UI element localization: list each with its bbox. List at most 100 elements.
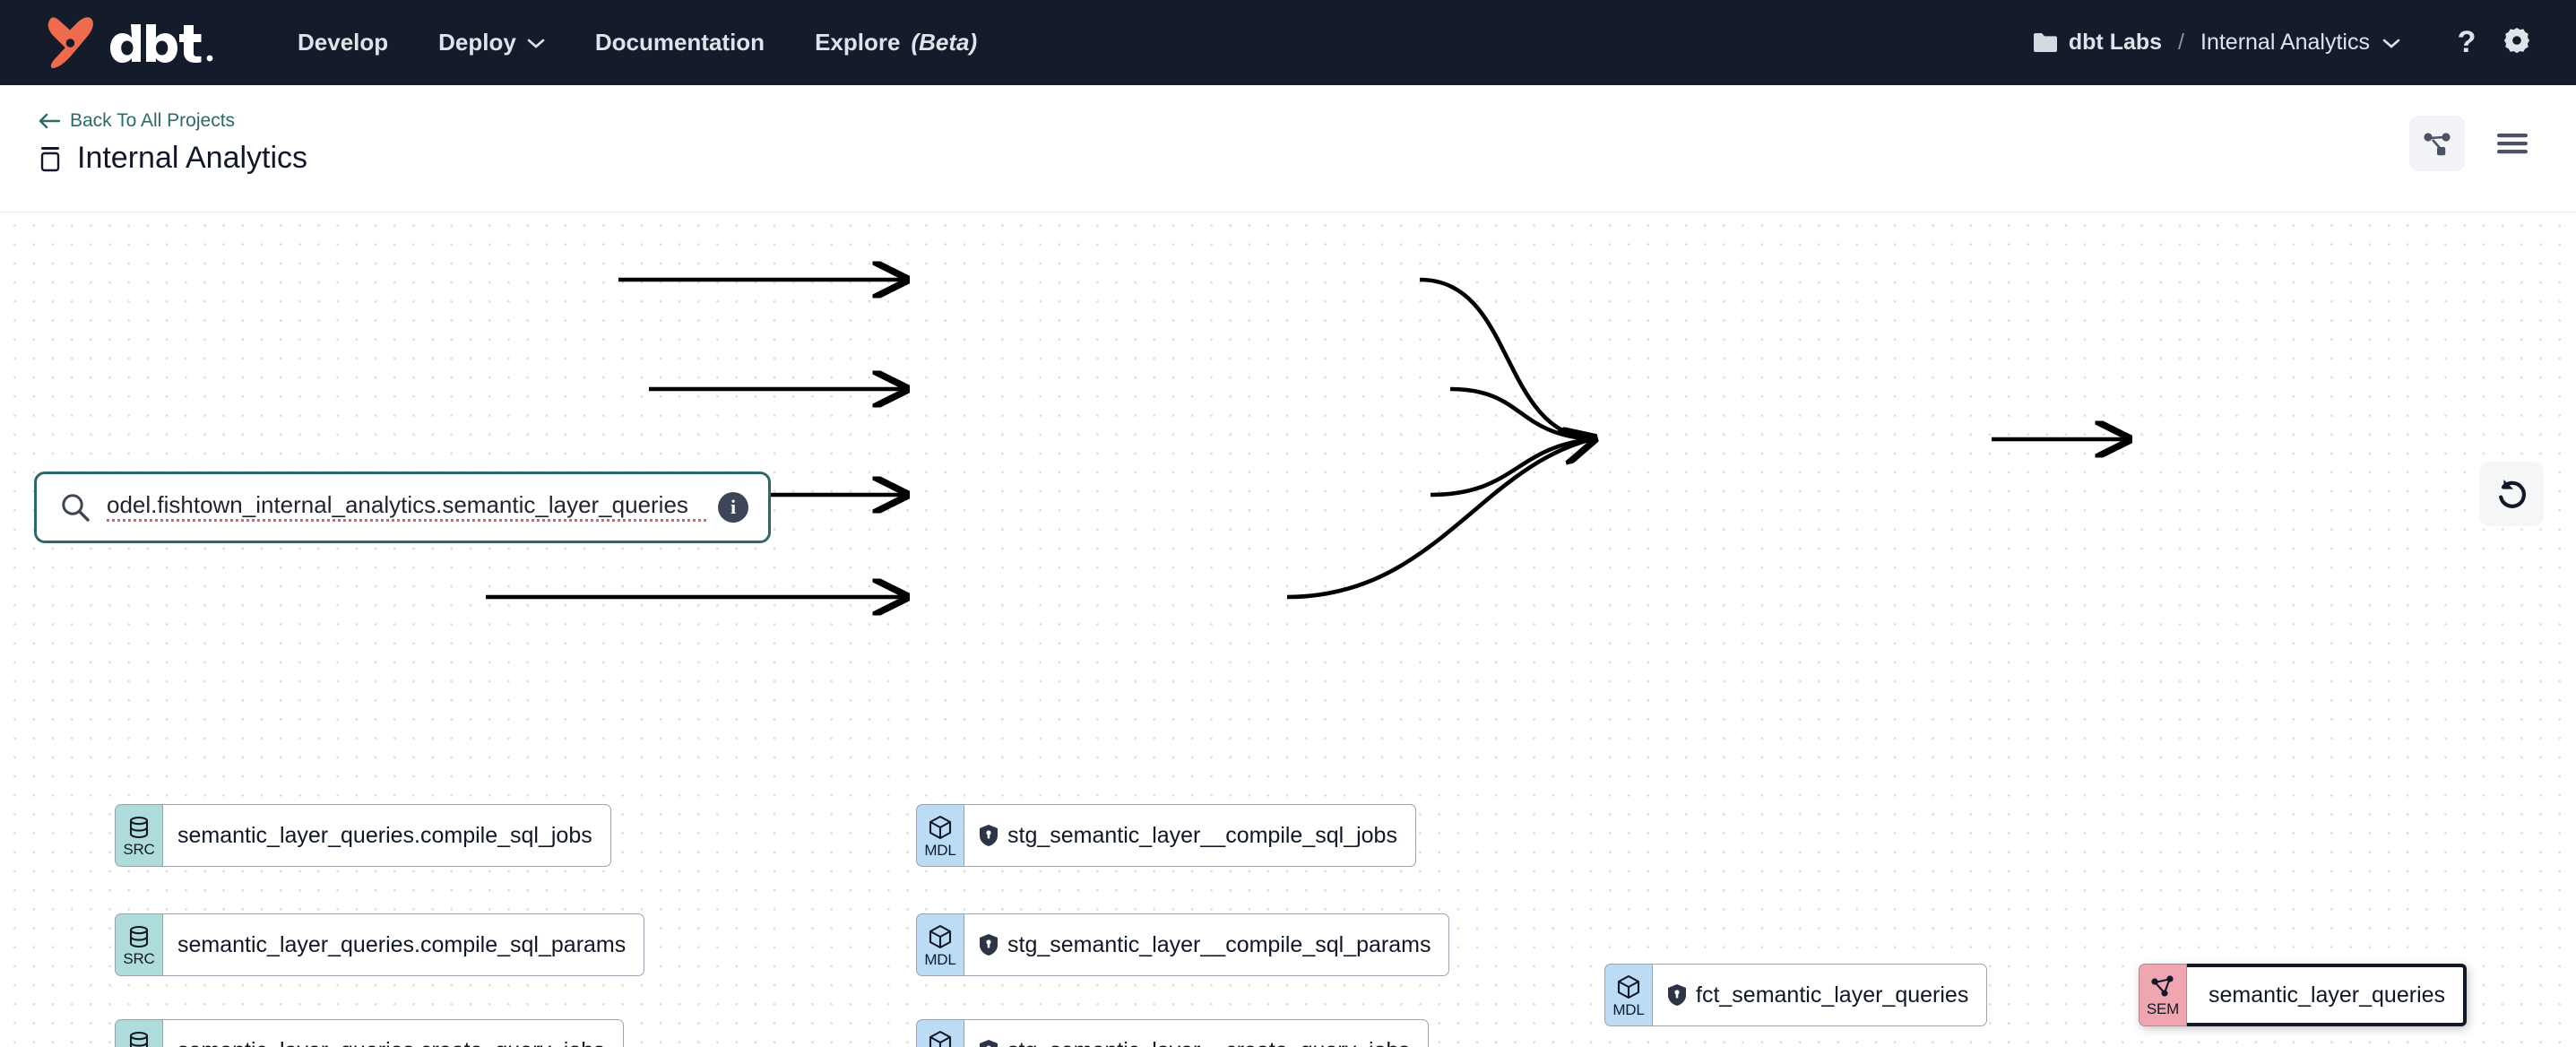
node-type-badge-mdl: MDL (1604, 964, 1653, 1026)
dbt-mark-icon (48, 16, 93, 68)
help-button[interactable]: ? (2442, 18, 2492, 68)
breadcrumb-org[interactable]: dbt Labs (2033, 30, 2162, 56)
graph-node-src[interactable]: SRC semantic_layer_queries.create_query_… (115, 1019, 629, 1047)
info-icon[interactable]: i (718, 492, 748, 523)
node-type-label: MDL (924, 950, 956, 968)
edge-mdl4-fct1 (1286, 439, 1592, 600)
node-search-bar[interactable]: odel.fishtown_internal_analytics.semanti… (34, 472, 771, 543)
database-cylinder-icon (129, 816, 149, 838)
database-cylinder-icon (129, 925, 149, 947)
node-type-badge-mdl: MDL (916, 1019, 964, 1047)
graph-node-src[interactable]: SRC semantic_layer_queries.compile_sql_p… (115, 913, 649, 976)
shield-lock-icon (1668, 984, 1686, 1006)
node-body[interactable]: semantic_layer_queries (2187, 964, 2468, 1026)
node-type-label: MDL (924, 841, 956, 859)
chevron-down-icon (527, 39, 545, 48)
nav-link-develop-label: Develop (298, 29, 389, 56)
database-icon (40, 146, 60, 171)
graph-node-mdl[interactable]: MDL stg_semantic_layer__compile_sql_para… (916, 913, 1450, 976)
node-body[interactable]: semantic_layer_queries.compile_sql_jobs (163, 804, 611, 867)
folder-icon (2033, 33, 2057, 52)
node-label: semantic_layer_queries (2209, 982, 2446, 1008)
back-link-label: Back To All Projects (70, 110, 236, 131)
node-type-label: SEM (2146, 999, 2180, 1017)
hamburger-menu-icon (2497, 134, 2528, 154)
edge-mdl2-fct1 (1449, 386, 1593, 442)
node-type-badge-src: SRC (115, 1019, 163, 1047)
page-title-label: Internal Analytics (77, 141, 308, 175)
chevron-down-icon (2382, 39, 2400, 48)
shield-lock-icon (980, 825, 998, 846)
nav-link-documentation[interactable]: Documentation (570, 20, 790, 65)
main-nav-links: Develop Deploy Documentation Explore (Be… (272, 20, 1002, 65)
shield-lock-icon (980, 934, 998, 956)
menu-button[interactable] (2485, 116, 2540, 171)
breadcrumb-separator: / (2178, 30, 2184, 55)
node-label: semantic_layer_queries.create_query_jobs (177, 1038, 605, 1047)
node-type-label: SRC (123, 840, 155, 858)
cube-icon (929, 815, 952, 839)
nav-link-explore-label: Explore (815, 29, 901, 56)
node-body[interactable]: stg_semantic_layer__compile_sql_params (964, 913, 1450, 976)
graph-node-mdl[interactable]: MDL stg_semantic_layer__compile_sql_jobs (916, 804, 1420, 867)
node-label: stg_semantic_layer__compile_sql_params (1007, 931, 1431, 957)
graph-node-sem-selected[interactable]: SEM semantic_layer_queries (2139, 964, 2468, 1026)
lineage-edges (486, 212, 2576, 1047)
top-navigation-bar: Develop Deploy Documentation Explore (Be… (0, 0, 2576, 85)
cube-icon (929, 1030, 952, 1047)
nav-link-explore[interactable]: Explore (Beta) (790, 20, 1002, 65)
node-label: semantic_layer_queries.compile_sql_param… (177, 931, 627, 957)
node-label: semantic_layer_queries.compile_sql_jobs (177, 822, 592, 848)
arrow-left-icon (39, 113, 61, 129)
svg-text:?: ? (2458, 25, 2477, 59)
node-type-label: MDL (1612, 1000, 1645, 1018)
node-body[interactable]: semantic_layer_queries.create_query_jobs (163, 1019, 624, 1047)
nav-link-deploy[interactable]: Deploy (413, 20, 570, 65)
dbt-wordmark-icon (110, 23, 213, 63)
graph-node-mdl[interactable]: MDL stg_semantic_layer__create_query_job… (916, 1019, 1431, 1047)
lineage-view-button[interactable] (2409, 116, 2465, 171)
reset-view-button[interactable] (2479, 462, 2544, 526)
page-title: Internal Analytics (38, 141, 307, 176)
database-cylinder-icon (129, 1031, 149, 1047)
back-to-all-projects-link[interactable]: Back To All Projects (38, 110, 307, 132)
semantic-graph-icon (2151, 974, 2174, 997)
nav-link-develop[interactable]: Develop (272, 20, 413, 65)
graph-node-fct[interactable]: MDL fct_semantic_layer_queries (1604, 964, 1992, 1026)
node-type-badge-src: SRC (115, 804, 163, 867)
breadcrumb-project-label: Internal Analytics (2200, 30, 2370, 55)
dbt-logo[interactable] (41, 15, 222, 71)
breadcrumb-org-label: dbt Labs (2068, 30, 2163, 55)
question-mark-icon: ? (2458, 25, 2477, 59)
reset-view-icon (2499, 480, 2526, 508)
nav-link-explore-beta-tag: (Beta) (911, 29, 978, 56)
nav-link-documentation-label: Documentation (594, 29, 765, 56)
node-label: stg_semantic_layer__compile_sql_jobs (1007, 822, 1397, 848)
search-input[interactable]: odel.fishtown_internal_analytics.semanti… (107, 491, 707, 524)
gear-icon (2503, 27, 2530, 53)
edge-mdl1-fct1 (1419, 277, 1593, 442)
search-icon (62, 494, 90, 522)
breadcrumb: dbt Labs / Internal Analytics (2033, 30, 2400, 56)
node-type-label: SRC (123, 949, 155, 967)
node-label: stg_semantic_layer__create_query_jobs (1007, 1038, 1410, 1047)
node-body[interactable]: stg_semantic_layer__create_query_jobs (964, 1019, 1429, 1047)
node-body[interactable]: fct_semantic_layer_queries (1653, 964, 1988, 1026)
nav-link-deploy-label: Deploy (438, 29, 516, 56)
settings-button[interactable] (2492, 18, 2542, 68)
breadcrumb-project[interactable]: Internal Analytics (2200, 30, 2400, 56)
lineage-graph-icon (2424, 133, 2451, 156)
subheader-actions (2409, 103, 2540, 171)
node-type-badge-src: SRC (115, 913, 163, 976)
node-body[interactable]: stg_semantic_layer__compile_sql_jobs (964, 804, 1416, 867)
subheader-left: Back To All Projects Internal Analytics (38, 103, 307, 176)
cube-icon (929, 924, 952, 948)
node-type-badge-mdl: MDL (916, 913, 964, 976)
cube-icon (1617, 974, 1640, 999)
project-subheader: Back To All Projects Internal Analytics (0, 85, 2576, 212)
node-body[interactable]: semantic_layer_queries.compile_sql_param… (163, 913, 645, 976)
shield-lock-icon (980, 1040, 998, 1047)
graph-node-src[interactable]: SRC semantic_layer_queries.compile_sql_j… (115, 804, 618, 867)
nav-right-cluster: dbt Labs / Internal Analytics ? (2033, 18, 2542, 68)
lineage-graph-canvas[interactable]: odel.fishtown_internal_analytics.semanti… (0, 212, 2576, 1047)
